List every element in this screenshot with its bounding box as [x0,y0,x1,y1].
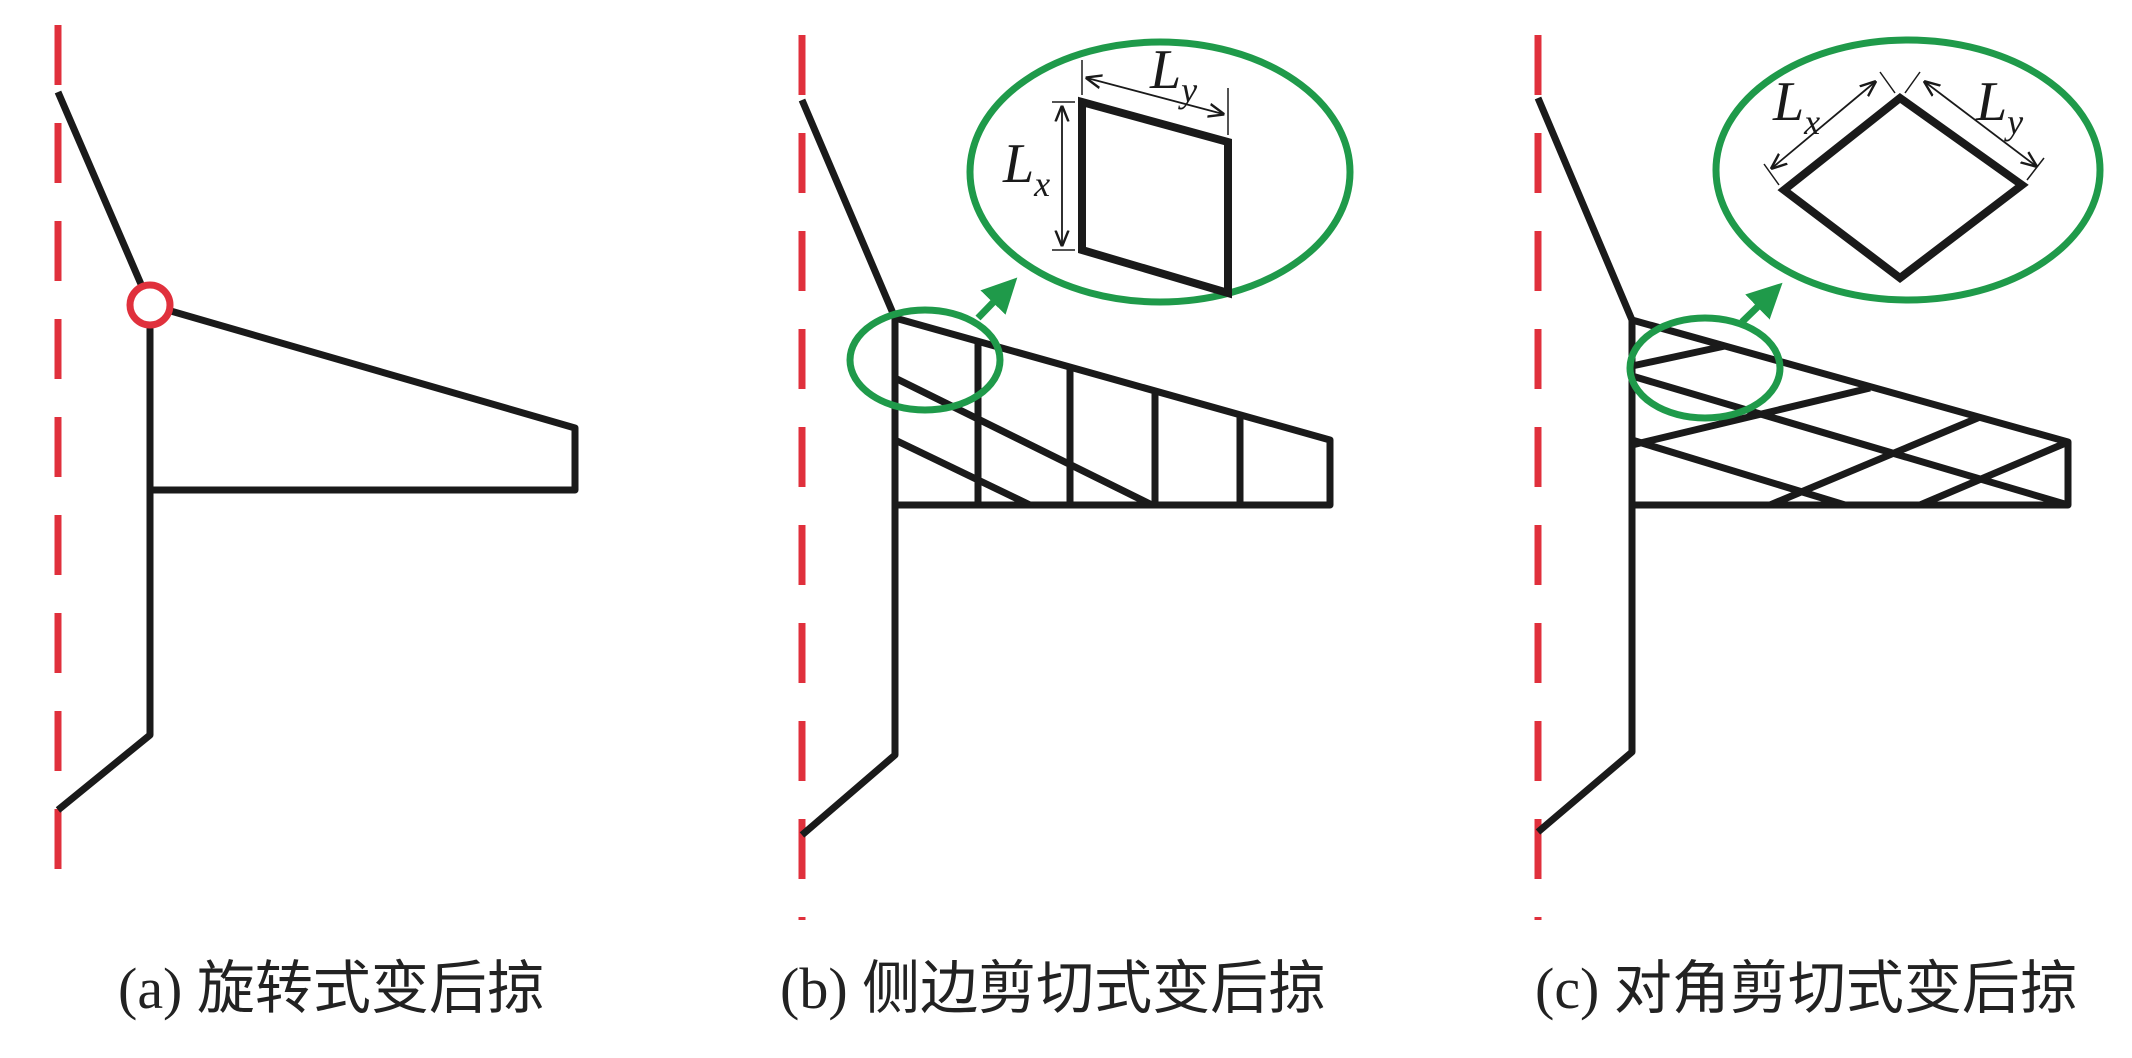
dim-label-lx: Lx [1002,133,1050,204]
caption-a: (a) 旋转式变后掠 [118,956,545,1021]
wing-grid [891,314,1334,509]
zoom-ring-large [966,38,1354,306]
wing-outline [149,301,579,494]
zoom-ring-large [1712,36,2104,304]
fuselage-outline [1534,96,1636,835]
zoom-cell [1052,60,1232,299]
caption-b: (b) 侧边剪切式变后掠 [780,956,1326,1021]
caption-c: (c) 对角剪切式变后掠 [1535,956,2078,1021]
wing-grid [1628,316,2072,509]
dim-label-ly: Ly [1149,39,1197,110]
dim-label-ly: Ly [1975,71,2023,142]
fuselage-outline [54,90,154,813]
zoom-arrow [1739,282,1783,325]
zoom-arrow [975,277,1018,321]
dim-label-lx: Lx [1772,71,1820,142]
zoom-cell [1763,71,2045,284]
zoom-ring-small [846,306,1004,414]
fuselage-outline [798,98,899,838]
zoom-ring-small [1626,314,1784,422]
panel-a-rotating: (a) 旋转式变后掠 [54,25,579,1021]
panel-c-diagonal-shear: Lx Ly (c) 对角剪切式变后掠 [1534,35,2104,1021]
panel-b-side-shear: Ly Lx (b) 侧边剪切式变后掠 [780,35,1354,1021]
pivot-circle [126,281,174,329]
